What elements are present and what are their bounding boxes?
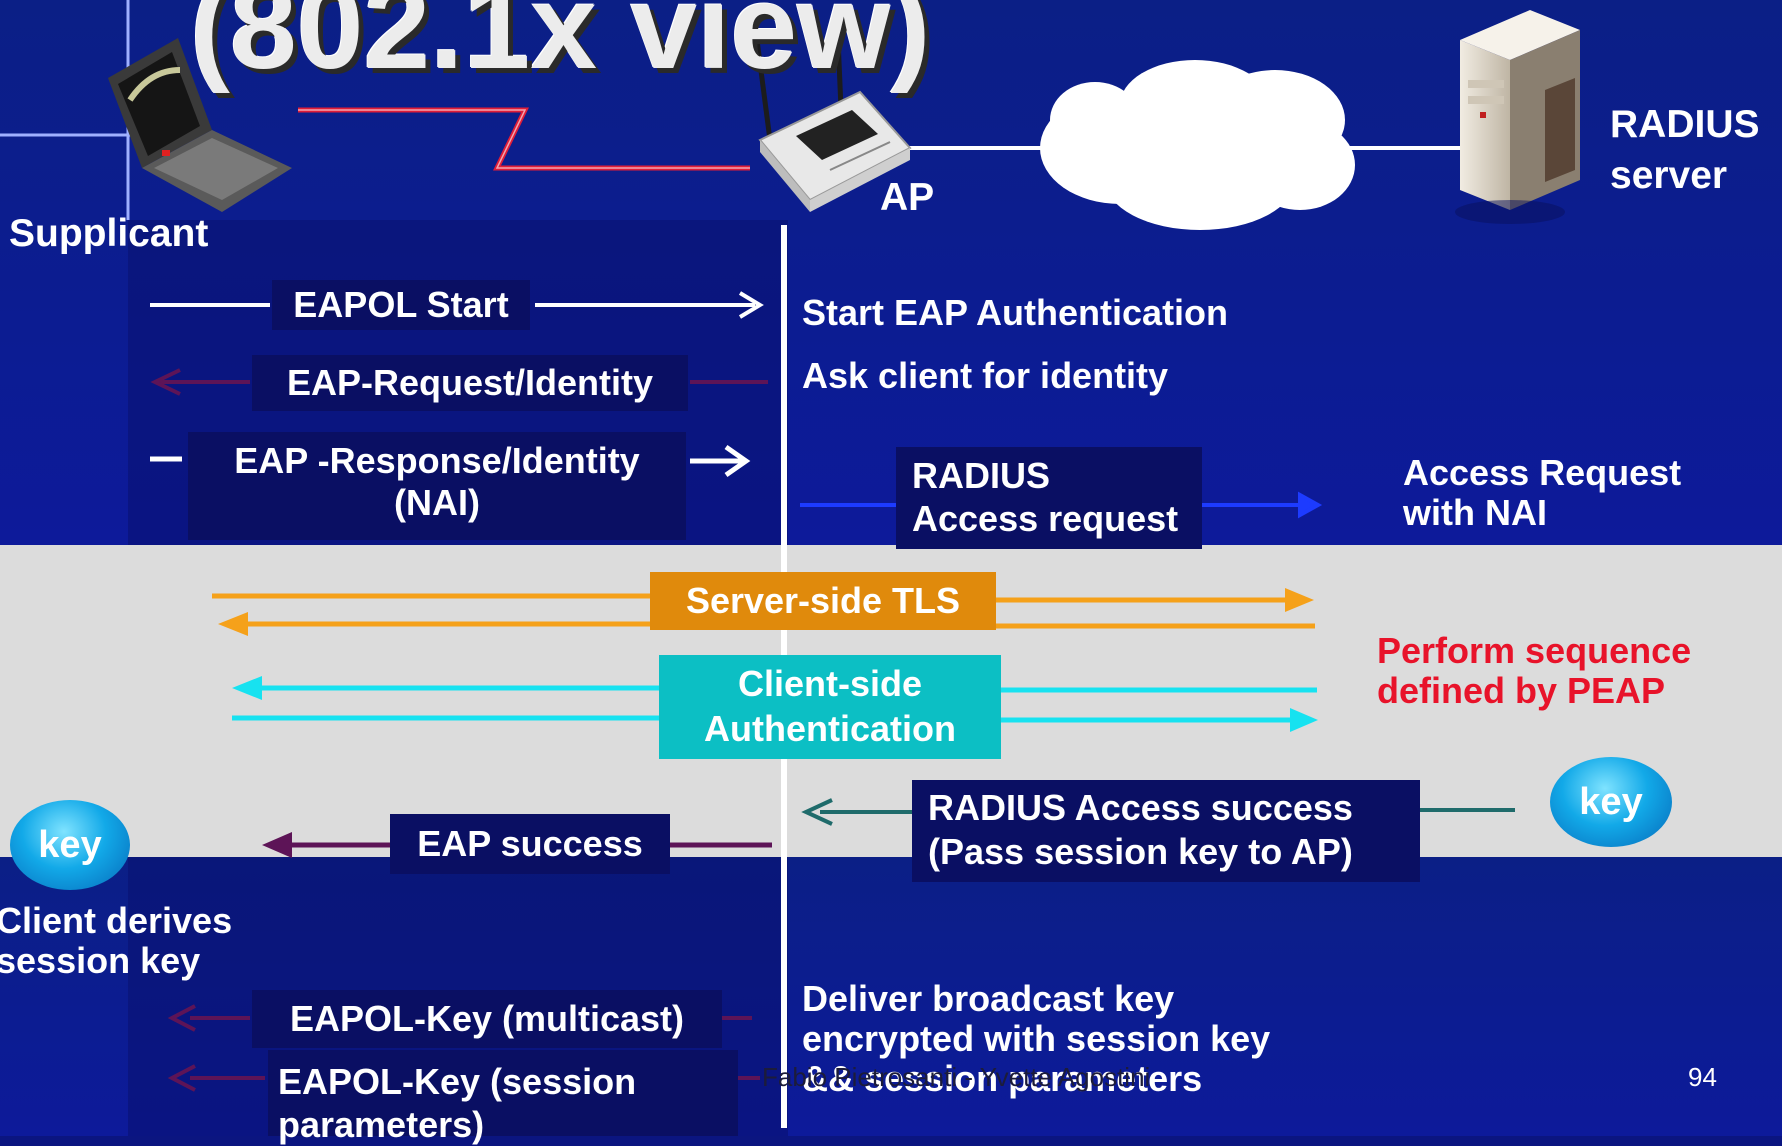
eap-response-identity-line2: (NAI) [394, 482, 480, 523]
ask-identity-note: Ask client for identity [802, 355, 1169, 396]
eapol-key-multicast-label: EAPOL-Key (multicast) [252, 990, 722, 1048]
slide-title: (802.1x view) [190, 0, 931, 94]
radius-server-label-2: server [1610, 154, 1728, 197]
eap-response-identity-arrow [150, 444, 751, 478]
radius-access-success-box: RADIUS Access success (Pass session key … [912, 780, 1420, 882]
eapol-start-label: EAPOL Start [272, 280, 530, 330]
eapol-start-arrow [150, 291, 764, 319]
supplicant-label: Supplicant [9, 212, 209, 255]
client-derives-note-1: Client derives [0, 900, 233, 941]
deliver-key-note-1: Deliver broadcast key [802, 978, 1175, 1019]
eap-response-identity-box: EAP -Response/Identity (NAI) [188, 432, 686, 540]
eapol-key-session-line2: parameters) [278, 1104, 485, 1145]
radius-access-success-arrow [801, 798, 1515, 826]
eapol-key-session-box: EAPOL-Key (session parameters) [268, 1050, 738, 1145]
cloud-icon [1040, 60, 1355, 230]
client-side-auth-box: Client-side Authentication [659, 655, 1001, 759]
eap-success-arrow [262, 832, 772, 858]
radius-access-request-arrow [800, 491, 1323, 519]
footer-author: Fabio Pietrosanti - Yvette Agostini [762, 1062, 1151, 1092]
radius-access-request-line2: Access request [912, 498, 1179, 539]
eap-request-identity-arrow [150, 368, 768, 396]
server-tower-icon [1455, 10, 1580, 224]
client-side-auth-line1: Client-side [737, 663, 923, 704]
radius-access-request-line1: RADIUS [912, 455, 1051, 496]
access-request-nai-note-2: with NAI [1403, 492, 1547, 533]
eapol-key-session-arrow [167, 1064, 760, 1092]
client-side-auth-line2: Authentication [704, 708, 956, 749]
eapol-key-session-line1: EAPOL-Key (session [278, 1061, 637, 1102]
perform-peap-note-2: defined by PEAP [1377, 670, 1666, 711]
ap-label: AP [880, 176, 935, 219]
laptop-icon [108, 38, 292, 212]
client-derives-note-2: session key [0, 940, 201, 981]
eap-request-identity-label: EAP-Request/Identity [252, 355, 688, 411]
perform-peap-note-1: Perform sequence [1377, 630, 1692, 671]
wireless-link-highlight [298, 109, 750, 169]
access-request-nai-note-1: Access Request [1403, 452, 1682, 493]
server-tls-arrows [212, 588, 1315, 636]
deliver-key-note-2: encrypted with session key [802, 1018, 1271, 1059]
eap-success-label: EAP success [390, 814, 670, 874]
radius-access-success-line1: RADIUS Access success [928, 787, 1353, 828]
server-side-tls-box: Server-side TLS [650, 572, 996, 630]
client-auth-arrows [232, 676, 1318, 732]
eap-response-identity-line1: EAP -Response/Identity [234, 440, 640, 481]
eapol-key-multicast-arrow [167, 1004, 752, 1032]
wireless-ap-icon [754, 37, 912, 212]
key-icon-right: key [1550, 757, 1672, 847]
radius-access-request-box: RADIUS Access request [896, 447, 1202, 549]
start-eap-note: Start EAP Authentication [802, 292, 1229, 333]
deliver-key-note-3: && session parameters [802, 1058, 1203, 1099]
radius-access-success-line2: (Pass session key to AP) [928, 831, 1353, 872]
footer-page-number: 94 [1688, 1062, 1717, 1092]
key-icon-left: key [10, 800, 130, 890]
radius-server-label-1: RADIUS [1610, 103, 1760, 146]
